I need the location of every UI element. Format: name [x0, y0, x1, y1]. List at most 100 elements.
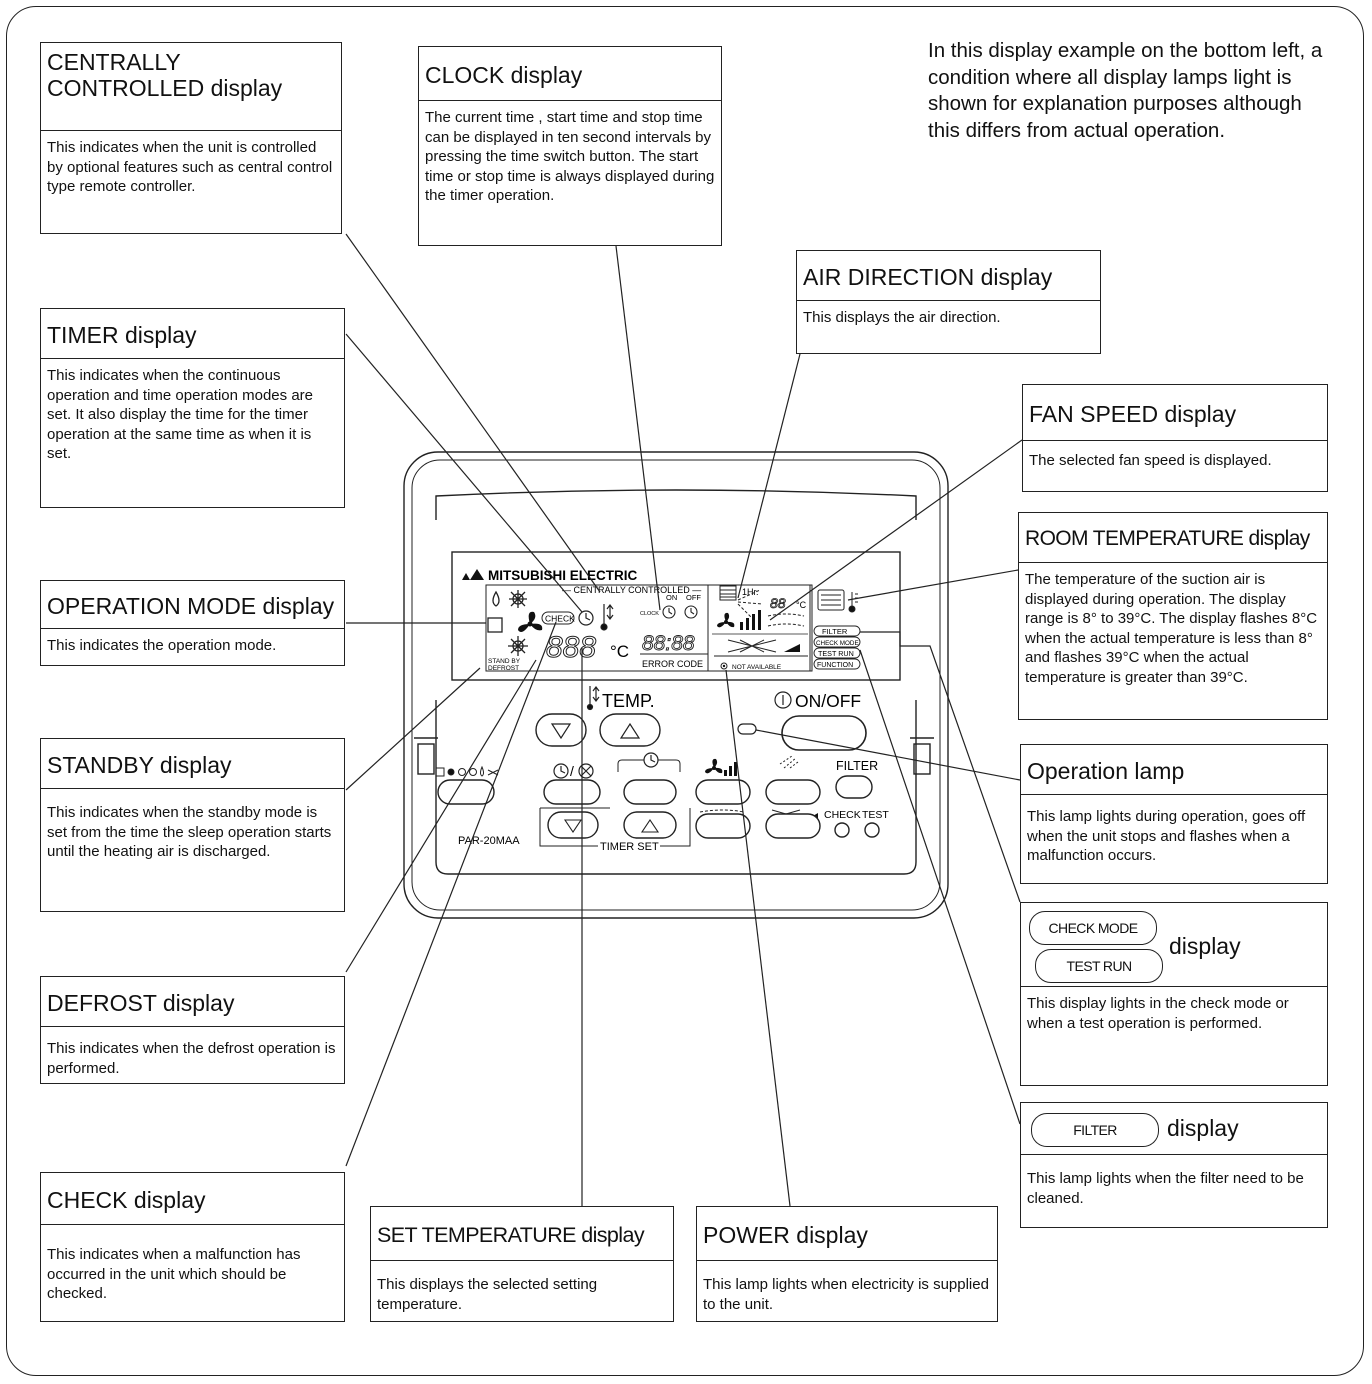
timer-icon — [578, 610, 594, 626]
callout-body: This lamp lights when electricity is sup… — [703, 1276, 989, 1313]
fan-speed-button-icon — [705, 758, 737, 776]
callout-body: This display lights in the check mode or… — [1027, 995, 1289, 1032]
clock-digits: 88:88 — [642, 632, 695, 655]
temp-down-button[interactable] — [535, 713, 587, 747]
triangle-down-icon — [563, 819, 583, 833]
filter-pill: FILTER — [1031, 1113, 1159, 1147]
check-button[interactable] — [834, 822, 850, 838]
auto-mode-icon — [487, 617, 503, 633]
power-indicator-icon — [720, 662, 728, 670]
callout-body: This indicates the operation mode. — [47, 637, 277, 654]
svg-text:/: / — [570, 763, 574, 779]
callout-standby: STANDBY display This indicates when the … — [40, 738, 345, 912]
triangle-up-icon — [619, 722, 641, 739]
callout-body: This lamp lights during operation, goes … — [1027, 808, 1306, 864]
check-mode-tag — [813, 636, 861, 648]
callout-body: This lamp lights when the filter need to… — [1027, 1170, 1304, 1207]
intro-text: In this display example on the bottom le… — [928, 39, 1323, 142]
standby-label: STAND BY — [488, 658, 521, 665]
mitsubishi-logo-icon — [462, 569, 484, 580]
callout-filter: FILTER display This lamp lights when the… — [1020, 1102, 1328, 1228]
callout-title: CENTRALLY CONTROLLED display — [41, 43, 341, 131]
callout-clock: CLOCK display The current time , start t… — [418, 46, 722, 246]
callout-check-mode: CHECK MODE TEST RUN display This display… — [1020, 902, 1328, 1086]
thermometer-icon — [600, 604, 614, 631]
callout-air-direction: AIR DIRECTION display This displays the … — [796, 250, 1101, 354]
callout-body: This displays the air direction. — [803, 309, 1001, 326]
timer-down-button[interactable] — [547, 811, 599, 839]
timer-mode-icon — [553, 763, 569, 779]
swing-icon — [714, 639, 808, 657]
swing-button[interactable] — [765, 813, 821, 839]
off-timer-icon — [684, 605, 698, 619]
filter-label: FILTER — [836, 759, 878, 773]
callout-power: POWER display This lamp lights when elec… — [696, 1206, 998, 1322]
callout-body: This indicates when a malfunction has oc… — [47, 1246, 301, 1302]
callout-fan-speed: FAN SPEED display The selected fan speed… — [1022, 384, 1328, 492]
callout-title: SET TEMPERATURE display — [371, 1207, 673, 1261]
check-label: CHECK — [824, 809, 861, 821]
temp-thermometer-icon — [586, 686, 600, 711]
callout-title: Operation lamp — [1021, 745, 1327, 795]
continuous-icon — [578, 763, 594, 779]
air-direction-button-icon — [779, 755, 799, 769]
check-indicator: CHECK — [545, 614, 575, 624]
function-tag-label: FUNCTION — [817, 662, 853, 669]
check-mode-tag-label: CHECK MODE — [816, 640, 859, 647]
callout-operation-lamp: Operation lamp This lamp lights during o… — [1020, 744, 1328, 884]
clock-label: CLOCK — [640, 611, 659, 617]
room-temp-digits: 88 — [770, 595, 786, 611]
triangle-up-icon — [640, 819, 660, 833]
filter-button[interactable] — [835, 775, 873, 799]
callout-body: This indicates when the continuous opera… — [47, 367, 314, 462]
timer-up-button[interactable] — [623, 811, 677, 839]
callout-title: ROOM TEMPERATURE display — [1019, 513, 1327, 563]
air-direction-button[interactable] — [765, 779, 821, 805]
callout-timer: TIMER display This indicates when the co… — [40, 308, 345, 508]
test-run-pill: TEST RUN — [1035, 949, 1163, 983]
model-label: PAR-20MAA — [458, 835, 520, 847]
clock-button[interactable] — [623, 779, 677, 805]
callout-title: POWER display — [697, 1207, 997, 1261]
power-icon — [774, 691, 792, 709]
louver-button[interactable] — [695, 813, 751, 839]
function-tag — [813, 658, 861, 670]
triangle-down-icon — [550, 723, 572, 740]
test-button[interactable] — [864, 822, 880, 838]
defrost-label: DEFROST — [488, 665, 519, 672]
on-timer-icon — [662, 605, 676, 619]
callout-room-temperature: ROOM TEMPERATURE display The temperature… — [1018, 512, 1328, 720]
centrally-controlled-label: — CENTRALLY CONTROLLED — — [562, 585, 701, 595]
callout-title: CLOCK display — [419, 47, 721, 101]
mode-button-icon — [435, 765, 499, 777]
on-off-label: ON/OFF — [795, 691, 861, 711]
room-temp-icon — [817, 589, 858, 613]
remote-housing — [403, 451, 949, 919]
check-mode-pill: CHECK MODE — [1029, 911, 1157, 945]
test-label: TEST — [862, 809, 889, 821]
error-code-label: ERROR CODE — [642, 659, 703, 669]
callout-title: display — [1169, 933, 1241, 959]
callout-title: AIR DIRECTION display — [797, 251, 1100, 301]
timer-set-label: TIMER SET — [600, 841, 659, 853]
callout-title: display — [1167, 1115, 1239, 1141]
callout-title: CHECK display — [41, 1173, 344, 1225]
air-direction-icon — [737, 589, 763, 619]
fan-speed-button[interactable] — [695, 779, 751, 805]
callout-title: DEFROST display — [41, 977, 344, 1027]
callout-body: This indicates when the defrost operatio… — [47, 1040, 336, 1077]
callout-defrost: DEFROST display This indicates when the … — [40, 976, 345, 1084]
timer-mode-button[interactable] — [543, 779, 601, 805]
callout-title: TIMER display — [41, 309, 344, 359]
callout-body: The temperature of the suction air is di… — [1025, 571, 1318, 686]
fan-speed-icon — [717, 610, 761, 630]
callout-check: CHECK display This indicates when a malf… — [40, 1172, 345, 1322]
callout-title: FAN SPEED display — [1023, 385, 1327, 441]
not-available-label: NOT AVAILABLE — [732, 664, 782, 671]
callout-centrally-controlled: CENTRALLY CONTROLLED display This indica… — [40, 42, 342, 234]
filter-tag — [813, 625, 861, 637]
temp-up-button[interactable] — [599, 713, 661, 747]
on-off-button[interactable] — [781, 715, 867, 751]
